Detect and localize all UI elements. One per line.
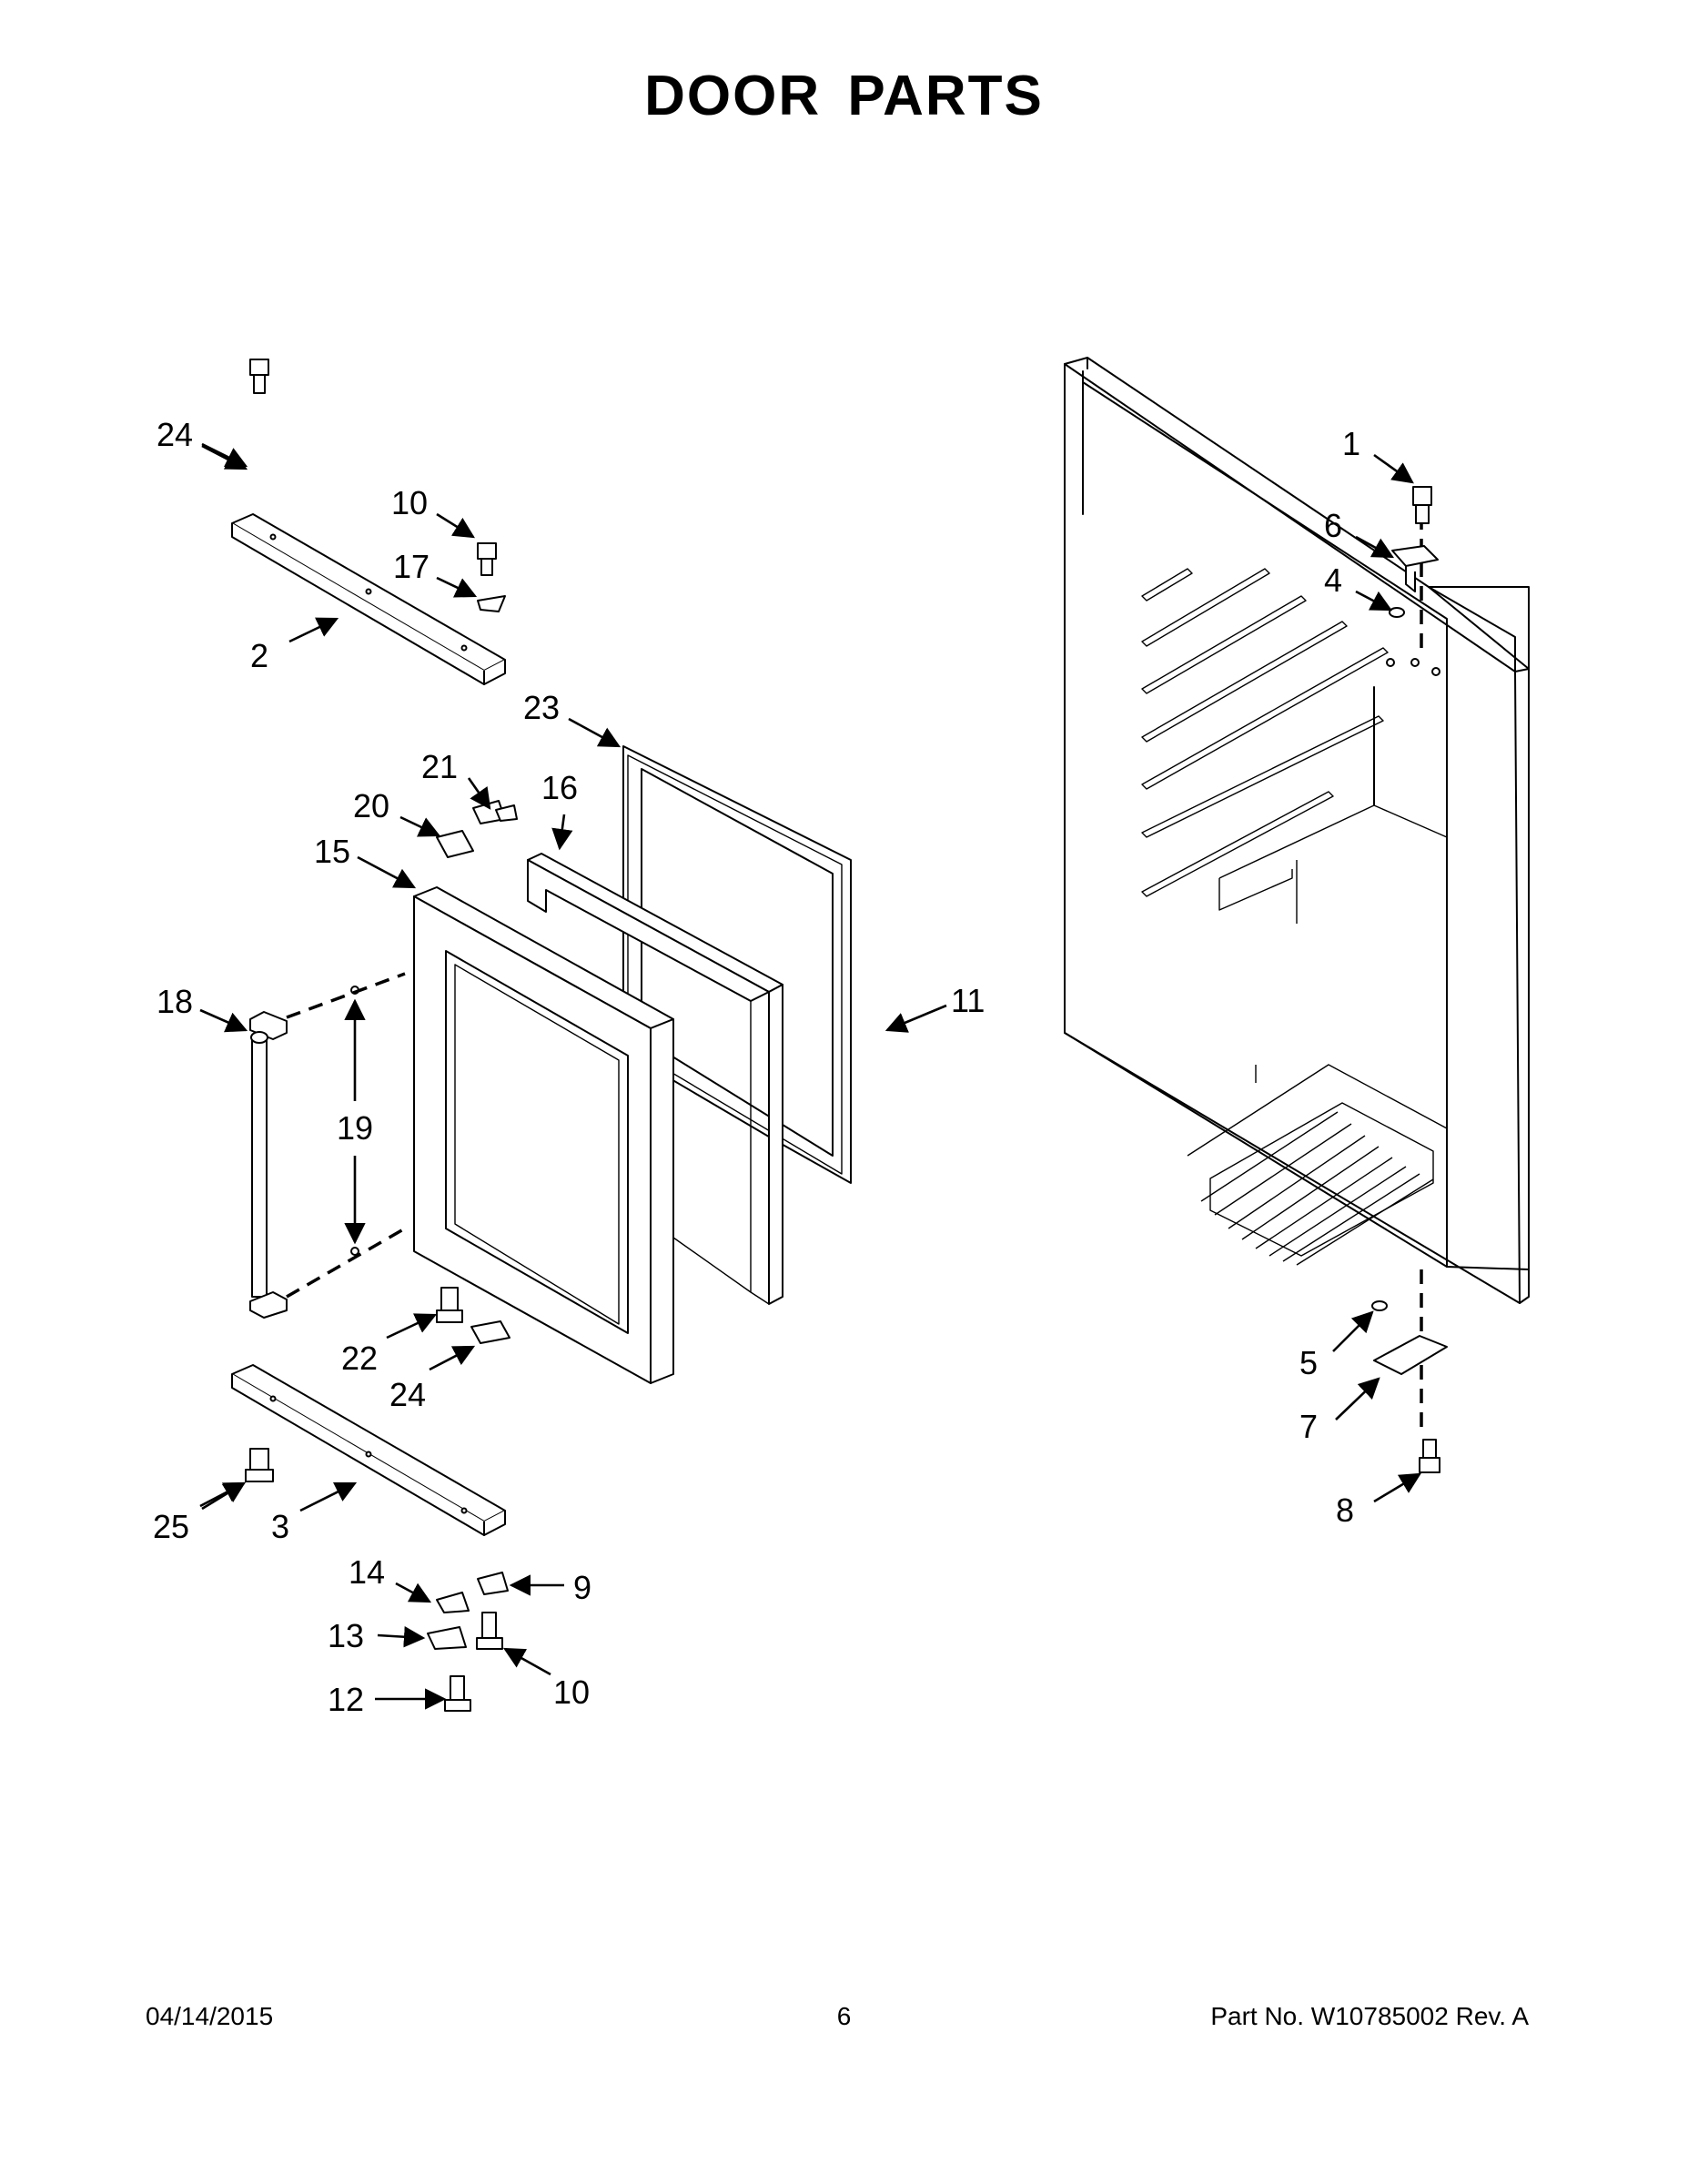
footer-part-number: Part No. W10785002 Rev. A <box>1210 2002 1529 2030</box>
callout-18: 18 <box>157 983 193 1020</box>
callout-23: 23 <box>523 689 560 726</box>
footer-page-number: 6 <box>836 2002 852 2030</box>
footer-date: 04/14/2015 <box>146 2002 274 2030</box>
page-title: DOOR PARTS <box>644 65 1044 127</box>
screw-parts-bottom <box>245 1448 509 1712</box>
callout-19-label: 19 <box>337 1109 373 1147</box>
callout-11: 11 <box>951 982 985 1019</box>
callout-2: 2 <box>250 637 268 674</box>
callout-10-top: 10 <box>391 484 428 521</box>
cabinet-drawing <box>1064 357 1530 1473</box>
callout-14: 14 <box>349 1553 385 1591</box>
callout-15: 15 <box>314 833 350 870</box>
callout-22: 22 <box>341 1340 378 1377</box>
callout-9: 9 <box>573 1569 591 1606</box>
callout-7: 7 <box>1299 1408 1318 1445</box>
callout-16: 16 <box>541 769 578 806</box>
callout-24: 24 <box>389 1376 426 1413</box>
callout-25-top: 24 <box>157 416 193 453</box>
top-channel-part <box>231 513 506 685</box>
callout-10-bottom: 10 <box>553 1673 590 1711</box>
outer-door-frame-part <box>413 886 674 1384</box>
callout-arrows <box>199 442 1422 1710</box>
callout-5: 5 <box>1299 1344 1318 1381</box>
handle-parts-20-21 <box>436 800 518 858</box>
callout-13: 13 <box>328 1617 364 1654</box>
callout-12: 12 <box>328 1681 364 1718</box>
callout-6: 6 <box>1324 507 1342 544</box>
inner-door-panel-part <box>527 853 783 1305</box>
callout-1: 1 <box>1342 425 1360 462</box>
callout-8: 8 <box>1336 1491 1354 1529</box>
screw-parts-top <box>249 359 506 612</box>
callout-21: 21 <box>421 748 458 785</box>
callout-4: 4 <box>1324 561 1342 599</box>
callout-17: 17 <box>393 548 430 585</box>
callout-3: 3 <box>271 1508 289 1545</box>
bottom-channel-part <box>231 1364 506 1536</box>
callout-25-bottom: 25 <box>153 1508 189 1545</box>
callout-20: 20 <box>353 787 389 824</box>
callout-labels: 24 10 17 2 23 21 20 16 15 18 18 19 11 22… <box>153 416 1360 1718</box>
screw-and-label-parts <box>436 1287 510 1344</box>
door-handle-part <box>249 972 406 1319</box>
